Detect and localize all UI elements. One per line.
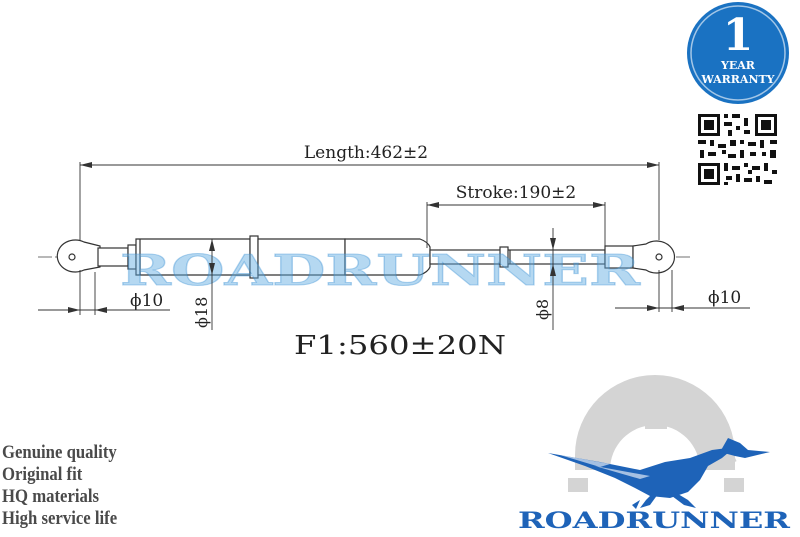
warranty-number: 1 (723, 10, 754, 61)
feature-list: Genuine quality Original fit HQ material… (2, 442, 117, 530)
feature-item: Genuine quality (2, 442, 117, 463)
brand-name: ROADRUNNER (518, 508, 791, 533)
right-ball-socket (632, 240, 676, 274)
warranty-word: WARRANTY (700, 73, 774, 86)
right-eye-diameter-label: ϕ10 (708, 288, 741, 308)
gear-icon (568, 375, 744, 492)
dimension-arrows (68, 162, 684, 313)
feature-item: Original fit (2, 464, 83, 485)
feature-item: HQ materials (2, 486, 100, 507)
qr-code-icon (698, 114, 777, 185)
length-label: Length:462±2 (304, 143, 428, 163)
gas-spring (56, 235, 676, 279)
feature-item: High service life (2, 508, 118, 529)
rod-diameter-label: ϕ8 (533, 299, 552, 320)
roadrunner-bird-icon (548, 438, 770, 509)
body-diameter-label: ϕ18 (192, 297, 211, 328)
stroke-label: Stroke:190±2 (456, 183, 576, 203)
left-ball-socket (56, 239, 101, 273)
left-eye-diameter-label: ϕ10 (130, 291, 163, 311)
warranty-year: YEAR (720, 59, 756, 72)
watermark-text: ROADRUNNER (120, 246, 642, 295)
force-label: F1:560±20N (294, 331, 506, 361)
roadrunner-logo: ROADRUNNER (518, 375, 791, 534)
warranty-badge: 1 YEAR WARRANTY (687, 2, 789, 104)
